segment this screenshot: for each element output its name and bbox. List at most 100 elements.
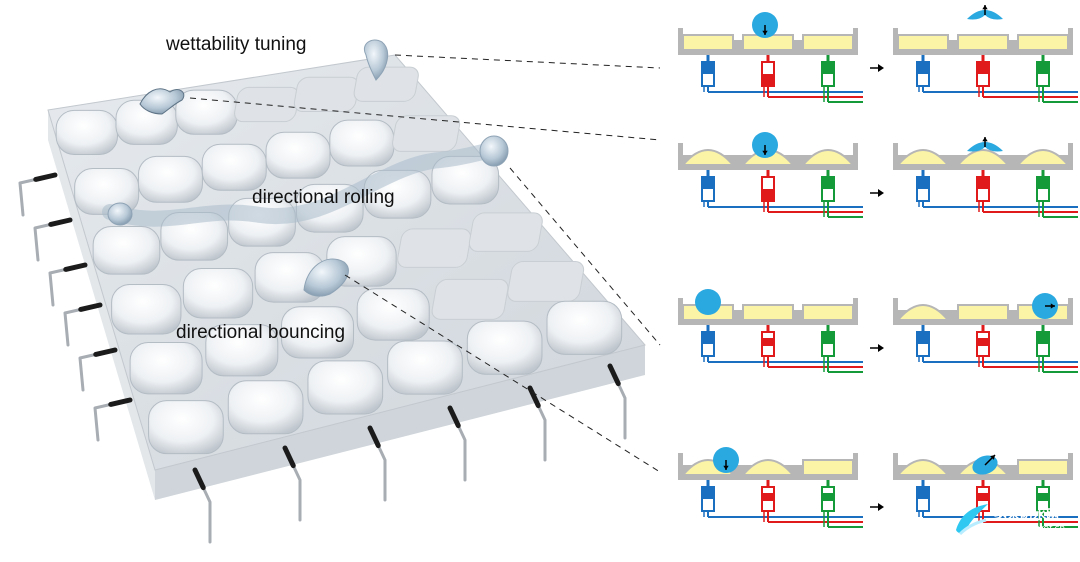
actuator-fill bbox=[762, 493, 774, 501]
bump-flat-cell bbox=[507, 261, 585, 302]
bump bbox=[293, 76, 360, 113]
droplet-arrow-head bbox=[990, 455, 995, 460]
electrode-pin bbox=[527, 385, 547, 462]
bump bbox=[546, 300, 623, 355]
pad-flat bbox=[897, 34, 949, 51]
panel-wall bbox=[1068, 28, 1073, 55]
actuator-fill bbox=[977, 62, 989, 74]
actuator-fill bbox=[1037, 493, 1049, 501]
panel bbox=[678, 447, 863, 528]
panel-wall bbox=[893, 298, 898, 325]
actuator-fill bbox=[977, 338, 989, 346]
pad-flat bbox=[957, 34, 1009, 51]
bump bbox=[148, 400, 224, 455]
electrode-pin bbox=[33, 217, 73, 262]
pin-sleeve bbox=[48, 217, 73, 227]
panel-wall bbox=[678, 298, 683, 325]
pin-sleeve bbox=[108, 397, 133, 407]
bump-raised-cell bbox=[55, 109, 118, 156]
droplet-arrow-head bbox=[1050, 303, 1055, 309]
droplet-arrow-head bbox=[762, 30, 768, 35]
actuator-fill bbox=[977, 493, 989, 501]
bump bbox=[307, 360, 384, 415]
pin-sleeve bbox=[282, 445, 296, 469]
bump-raised-cell bbox=[227, 380, 304, 435]
bump bbox=[431, 278, 509, 320]
bump bbox=[397, 228, 472, 268]
transition-arrow bbox=[870, 344, 884, 352]
bump-raised-cell bbox=[356, 288, 430, 341]
bump bbox=[353, 66, 419, 102]
bump-raised-cell bbox=[201, 143, 267, 191]
panel-wall bbox=[853, 143, 858, 170]
pad-flat bbox=[802, 34, 854, 51]
bump bbox=[182, 268, 254, 319]
droplet-bouncing bbox=[303, 258, 349, 297]
electrode-pin bbox=[607, 363, 627, 440]
pad-bump bbox=[895, 149, 951, 166]
bump-raised-cell bbox=[148, 400, 224, 455]
transition-arrow-head bbox=[878, 503, 884, 511]
pad-bump bbox=[895, 304, 951, 321]
panel bbox=[678, 289, 863, 373]
electrode-pin bbox=[93, 397, 133, 442]
pad-flat bbox=[957, 304, 1009, 321]
bump bbox=[329, 119, 395, 167]
pin-sleeve bbox=[527, 385, 541, 409]
actuator-fill bbox=[762, 189, 774, 201]
pad-bump bbox=[1015, 149, 1071, 166]
bump bbox=[92, 225, 161, 275]
transition-arrow bbox=[870, 189, 884, 197]
bump-raised-cell bbox=[281, 306, 355, 359]
actuator-fill bbox=[702, 332, 714, 344]
bump-raised-cell bbox=[387, 340, 463, 395]
actuator-fill bbox=[917, 487, 929, 499]
panel-wall bbox=[853, 298, 858, 325]
droplet-rolling-end bbox=[479, 135, 509, 167]
pad-bump bbox=[895, 459, 951, 476]
bump-raised-cell bbox=[111, 284, 182, 335]
connector-line-4 bbox=[344, 274, 661, 473]
pin-sleeve bbox=[447, 405, 461, 429]
device-right-side bbox=[155, 345, 645, 500]
panel bbox=[678, 12, 863, 103]
actuator-fill bbox=[1037, 332, 1049, 344]
electrode-pin bbox=[78, 347, 118, 392]
bump-raised-cell bbox=[265, 131, 331, 179]
bump bbox=[265, 131, 331, 179]
actuator-fill bbox=[702, 487, 714, 499]
bump bbox=[387, 340, 463, 395]
panel-wall bbox=[1068, 453, 1073, 480]
actuator-fill bbox=[822, 62, 834, 74]
watermark: 纳米防水网 www.waterof.cn bbox=[952, 500, 1072, 542]
pad-flat bbox=[682, 34, 734, 51]
bump-raised-cell bbox=[129, 342, 203, 395]
actuator-fill bbox=[822, 177, 834, 189]
pad-flat bbox=[1017, 459, 1069, 476]
panel-wall bbox=[1068, 298, 1073, 325]
label-directional-bouncing: directional bouncing bbox=[176, 322, 346, 343]
electrode-pin bbox=[447, 405, 467, 482]
transition-arrow-head bbox=[878, 344, 884, 352]
bump-flat-cell bbox=[353, 66, 419, 102]
pad-bump bbox=[800, 149, 856, 166]
bump bbox=[468, 212, 543, 252]
bump bbox=[201, 143, 267, 191]
connector-line-3 bbox=[509, 167, 661, 346]
panel-wall bbox=[678, 28, 683, 55]
bump-raised-cell bbox=[466, 320, 543, 375]
panel bbox=[893, 293, 1078, 373]
pin-sleeve bbox=[607, 363, 621, 387]
panel-wall bbox=[678, 453, 683, 480]
electrode-pin bbox=[192, 467, 212, 544]
actuator-fill bbox=[917, 332, 929, 344]
panel-wall bbox=[893, 143, 898, 170]
connector-line-2 bbox=[189, 97, 661, 141]
droplet-arrow-head bbox=[723, 465, 729, 470]
actuator-fill bbox=[822, 493, 834, 501]
bump bbox=[227, 380, 304, 435]
label-directional-rolling: directional rolling bbox=[252, 187, 395, 208]
pin-sleeve bbox=[93, 347, 118, 357]
watermark-brand: 纳米防水网 bbox=[994, 508, 1060, 523]
